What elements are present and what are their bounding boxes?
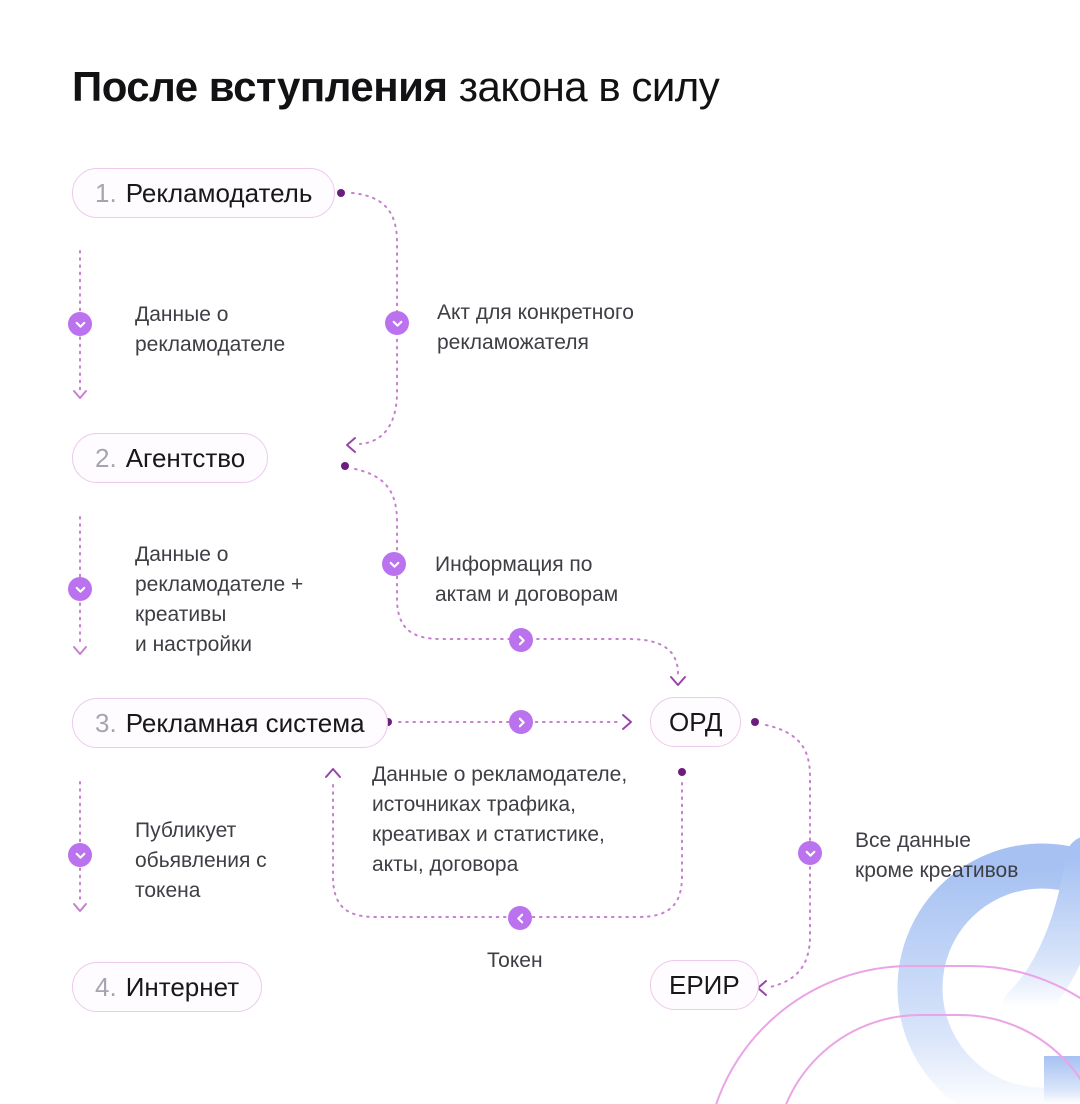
page-title-emphasis: После вступления (72, 63, 448, 110)
arrowhead-down-2 (73, 646, 87, 655)
chevron-down-circle-icon (385, 311, 409, 335)
chevron-down-circle-icon (68, 312, 92, 336)
node-ad-system-number: 3. (95, 707, 117, 738)
label-agency-data: Данные о рекламодателе + креативы и наст… (135, 543, 304, 656)
node-ord: ОРД (650, 697, 742, 747)
node-advertiser: 1. Рекламодатель (72, 168, 336, 218)
chevron-right-circle-icon (509, 628, 533, 652)
node-internet: 4. Интернет (72, 962, 263, 1012)
node-advertiser-number: 1. (95, 177, 117, 208)
node-advertiser-label: Рекламодатель (125, 177, 313, 208)
start-dot-ord-return (678, 768, 686, 776)
arrowhead-down-3 (73, 903, 87, 912)
arrowhead-down-1 (73, 390, 87, 399)
chevron-left-circle-icon (508, 906, 532, 930)
connector-ord-erir (765, 724, 811, 988)
chevron-down-circle-icon (798, 841, 822, 865)
node-agency-label: Агентство (125, 442, 246, 473)
arrowhead-down-ord (670, 676, 686, 686)
label-token: Токен (487, 949, 543, 972)
page-title-rest: закона в силу (458, 63, 720, 110)
node-agency-number: 2. (95, 442, 117, 473)
node-ord-label: ОРД (669, 706, 723, 737)
node-internet-label: Интернет (125, 971, 240, 1002)
start-dot-advertiser (337, 189, 345, 197)
start-dot-agency (341, 462, 349, 470)
chevron-down-circle-icon (68, 843, 92, 867)
label-publishes-with-token: Публикует обьявления с токена (135, 819, 267, 902)
label-all-data-except-creatives: Все данные кроме креативов (855, 829, 1019, 882)
node-ad-system-label: Рекламная система (125, 707, 365, 738)
node-erir-label: ЕРИР (669, 969, 740, 1000)
chevron-down-circle-icon (68, 577, 92, 601)
label-system-to-ord-data: Данные о рекламодателе, источниках трафи… (372, 763, 628, 876)
label-advertiser-data: Данные о рекламодателе (135, 303, 286, 356)
node-ad-system: 3. Рекламная система (72, 698, 388, 748)
start-dot-ord (751, 718, 759, 726)
pink-outline-decoration (715, 965, 1080, 1104)
connector-agency-ord (354, 468, 679, 675)
label-acts-contracts-info: Информация по актам и договорам (435, 553, 619, 606)
node-agency: 2. Агентство (72, 433, 269, 483)
connector-advertiser-agency (351, 192, 398, 445)
blue-logo-decoration (897, 837, 1080, 1104)
chevron-down-circle-icon (382, 552, 406, 576)
label-act-for-advertiser: Акт для конкретного рекламожателя (437, 301, 634, 354)
arrowhead-right-ord (622, 714, 632, 730)
node-erir: ЕРИР (650, 960, 759, 1010)
node-internet-number: 4. (95, 971, 117, 1002)
chevron-right-circle-icon (509, 710, 533, 734)
connector-ord-system-token (332, 779, 683, 918)
arrowhead-left-agency (346, 437, 356, 453)
arrowhead-up-system (325, 768, 341, 778)
